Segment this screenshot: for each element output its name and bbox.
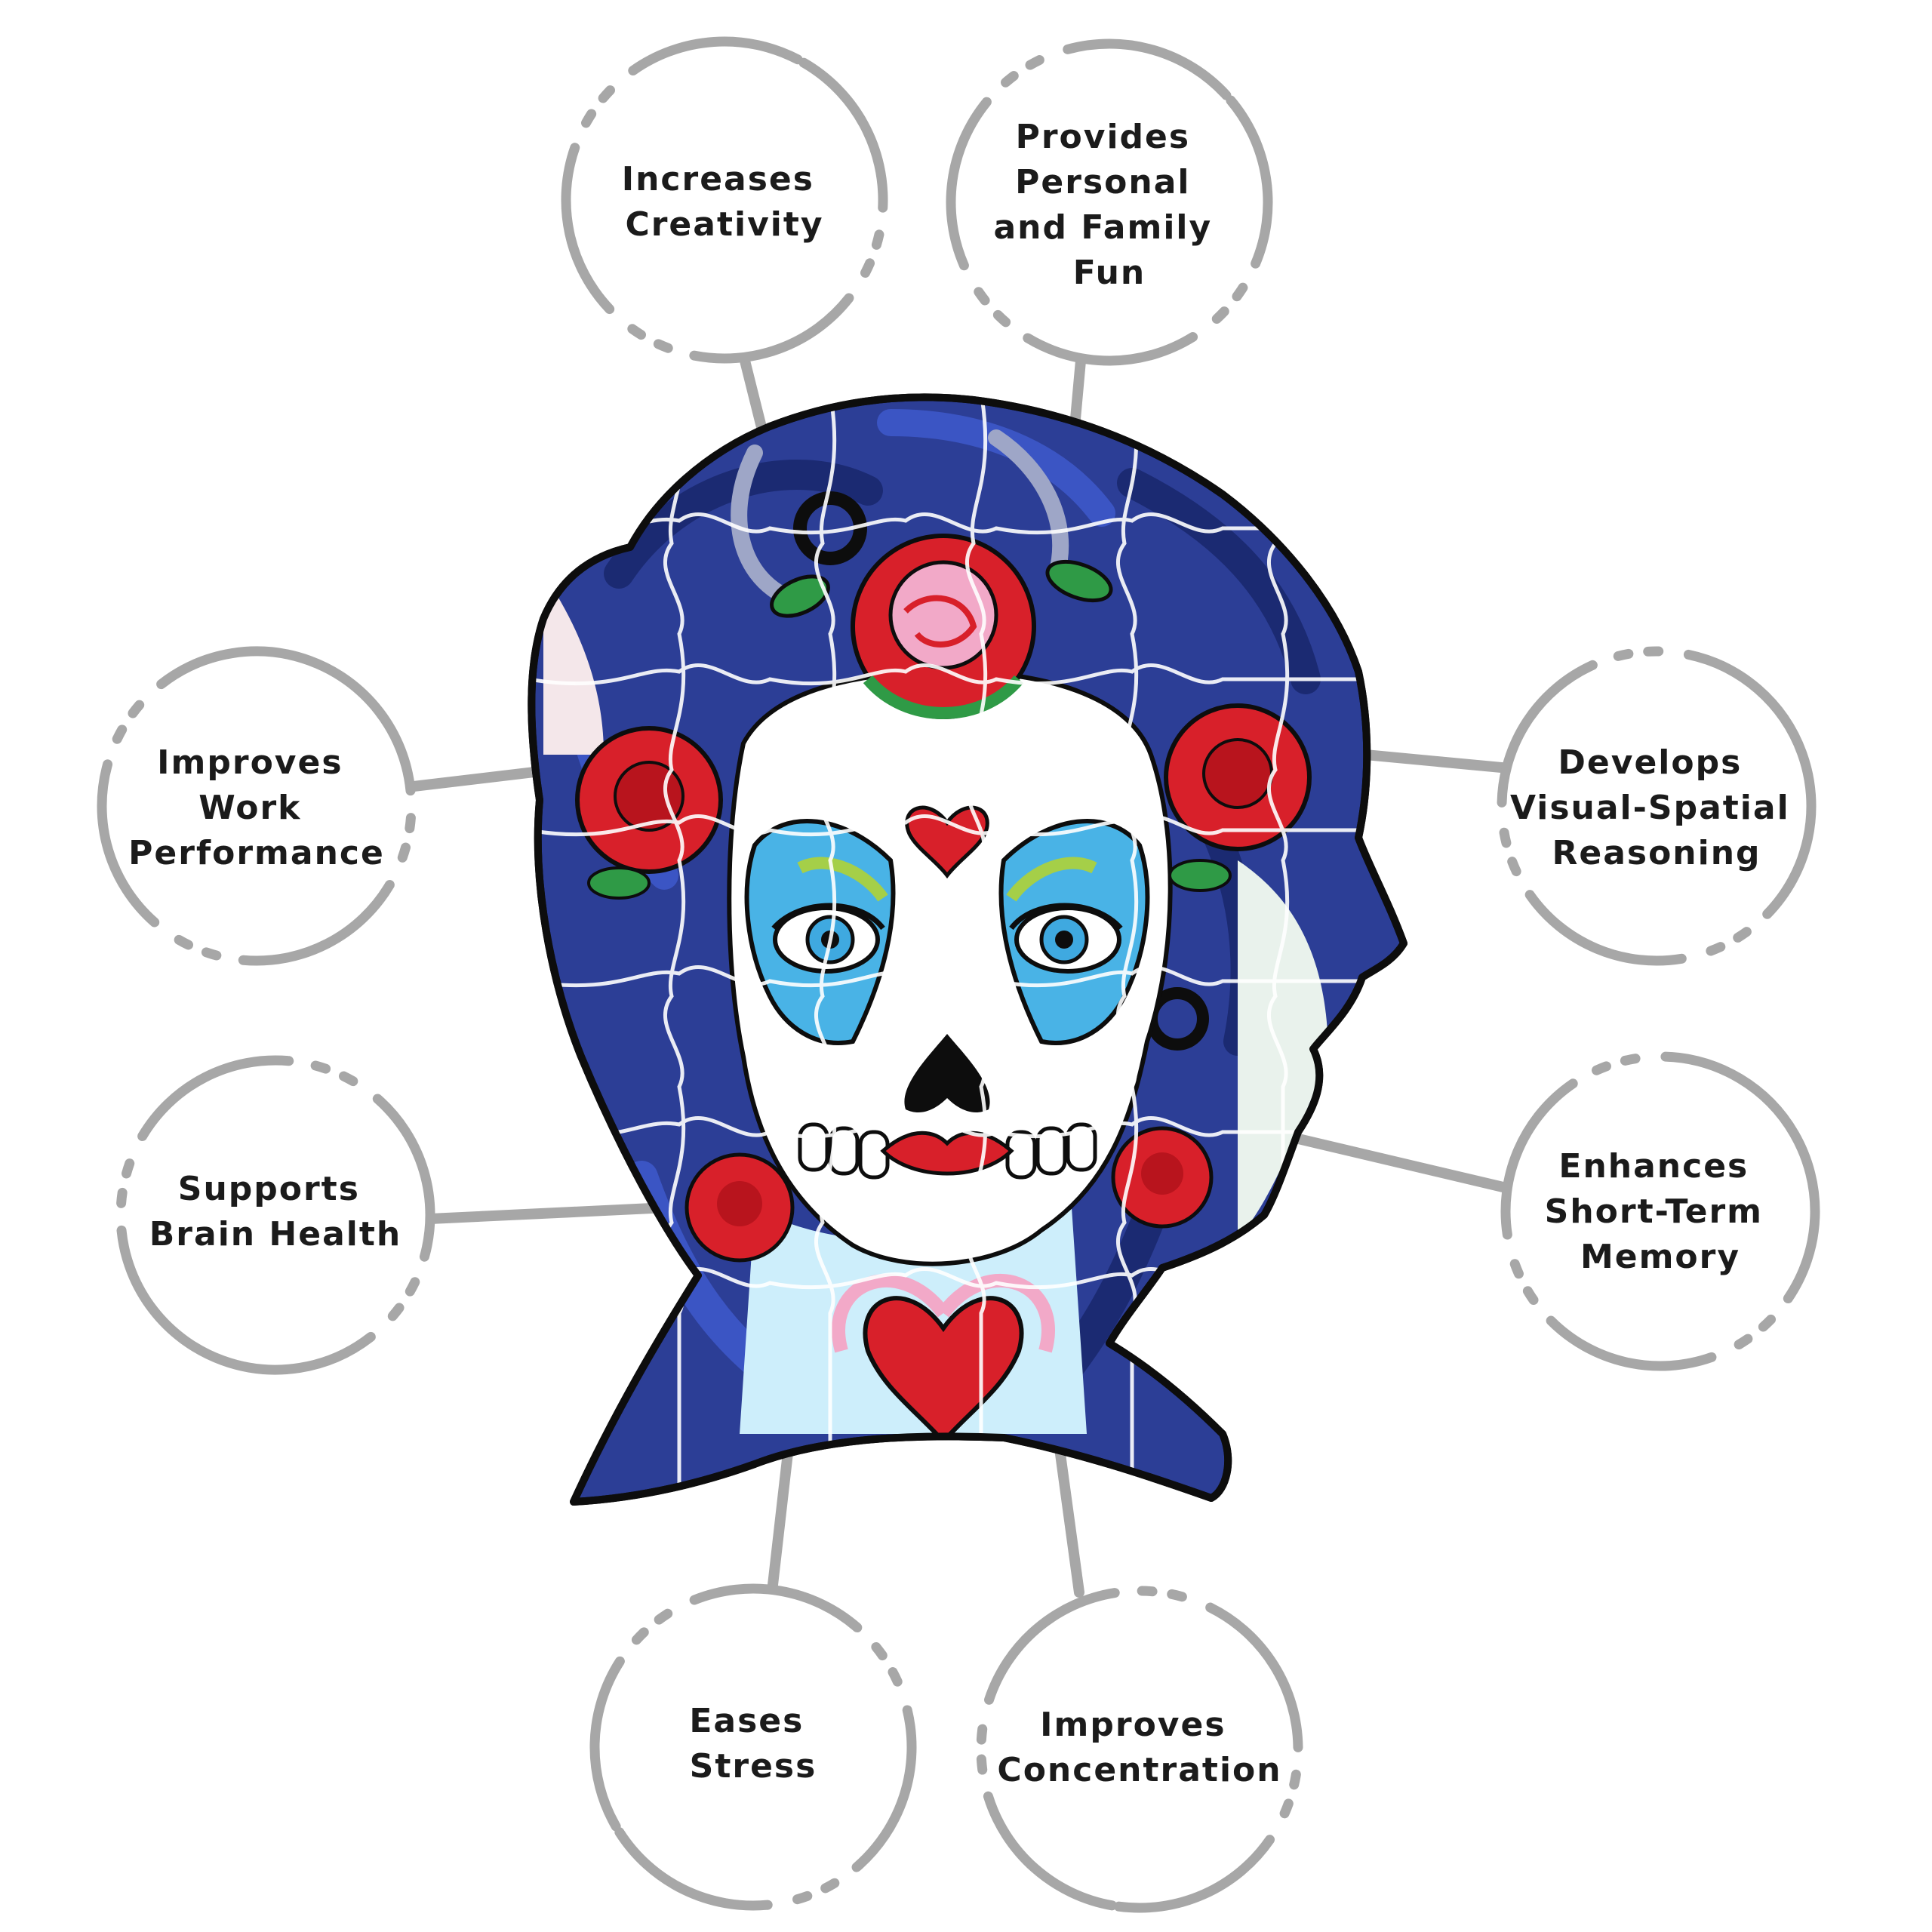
nose-icon — [904, 1034, 990, 1113]
benefit-ring — [1497, 646, 1817, 966]
benefit-visual-spatial-reasoning: Develops Visual-Spatial Reasoning — [1497, 646, 1817, 966]
benefit-label: Supports Brain Health — [149, 1170, 401, 1254]
teeth-icon — [798, 1122, 1097, 1180]
rose-lower-left-icon — [685, 1152, 795, 1263]
forehead-heart-icon — [905, 805, 989, 879]
benefit-ring — [589, 1583, 917, 1911]
benefit-label: Provides Personal and Family Fun — [993, 118, 1225, 292]
right-eye-icon — [998, 818, 1150, 1045]
benefit-label: Improves Concentration — [997, 1706, 1281, 1789]
side-pattern-right — [1238, 860, 1328, 1238]
rose-lower-right-icon — [1111, 1126, 1214, 1229]
benefit-ring — [97, 646, 417, 966]
side-pattern-left — [543, 574, 604, 755]
benefit-short-term-memory: Enhances Short-Term Memory — [1500, 1051, 1820, 1371]
benefit-personal-family-fun: Provides Personal and Family Fun — [946, 38, 1273, 366]
benefit-label: Increases Creativity — [622, 160, 828, 244]
benefit-supports-brain-health: Supports Brain Health — [115, 1055, 435, 1375]
benefit-ring — [1500, 1051, 1820, 1371]
connector-lines — [408, 349, 1515, 1598]
head-silhouette-icon — [528, 393, 1407, 1506]
left-eye-icon — [744, 818, 896, 1045]
benefit-improves-concentration: Improves Concentration — [976, 1586, 1303, 1913]
rose-right-icon — [1164, 703, 1312, 892]
benefit-ring — [561, 36, 888, 364]
benefit-improves-work-performance: Improves Work Performance — [97, 646, 417, 966]
benefit-label: Eases Stress — [689, 1702, 817, 1786]
benefit-ring — [976, 1586, 1303, 1913]
benefit-label: Improves Work Performance — [128, 743, 385, 872]
benefit-eases-stress: Eases Stress — [589, 1583, 917, 1911]
benefit-ring — [946, 38, 1273, 366]
benefit-increases-creativity: Increases Creativity — [561, 36, 888, 364]
benefit-ring — [115, 1055, 435, 1375]
benefit-label: Develops Visual-Spatial Reasoning — [1510, 743, 1803, 872]
benefit-label: Enhances Short-Term Memory — [1545, 1147, 1777, 1276]
